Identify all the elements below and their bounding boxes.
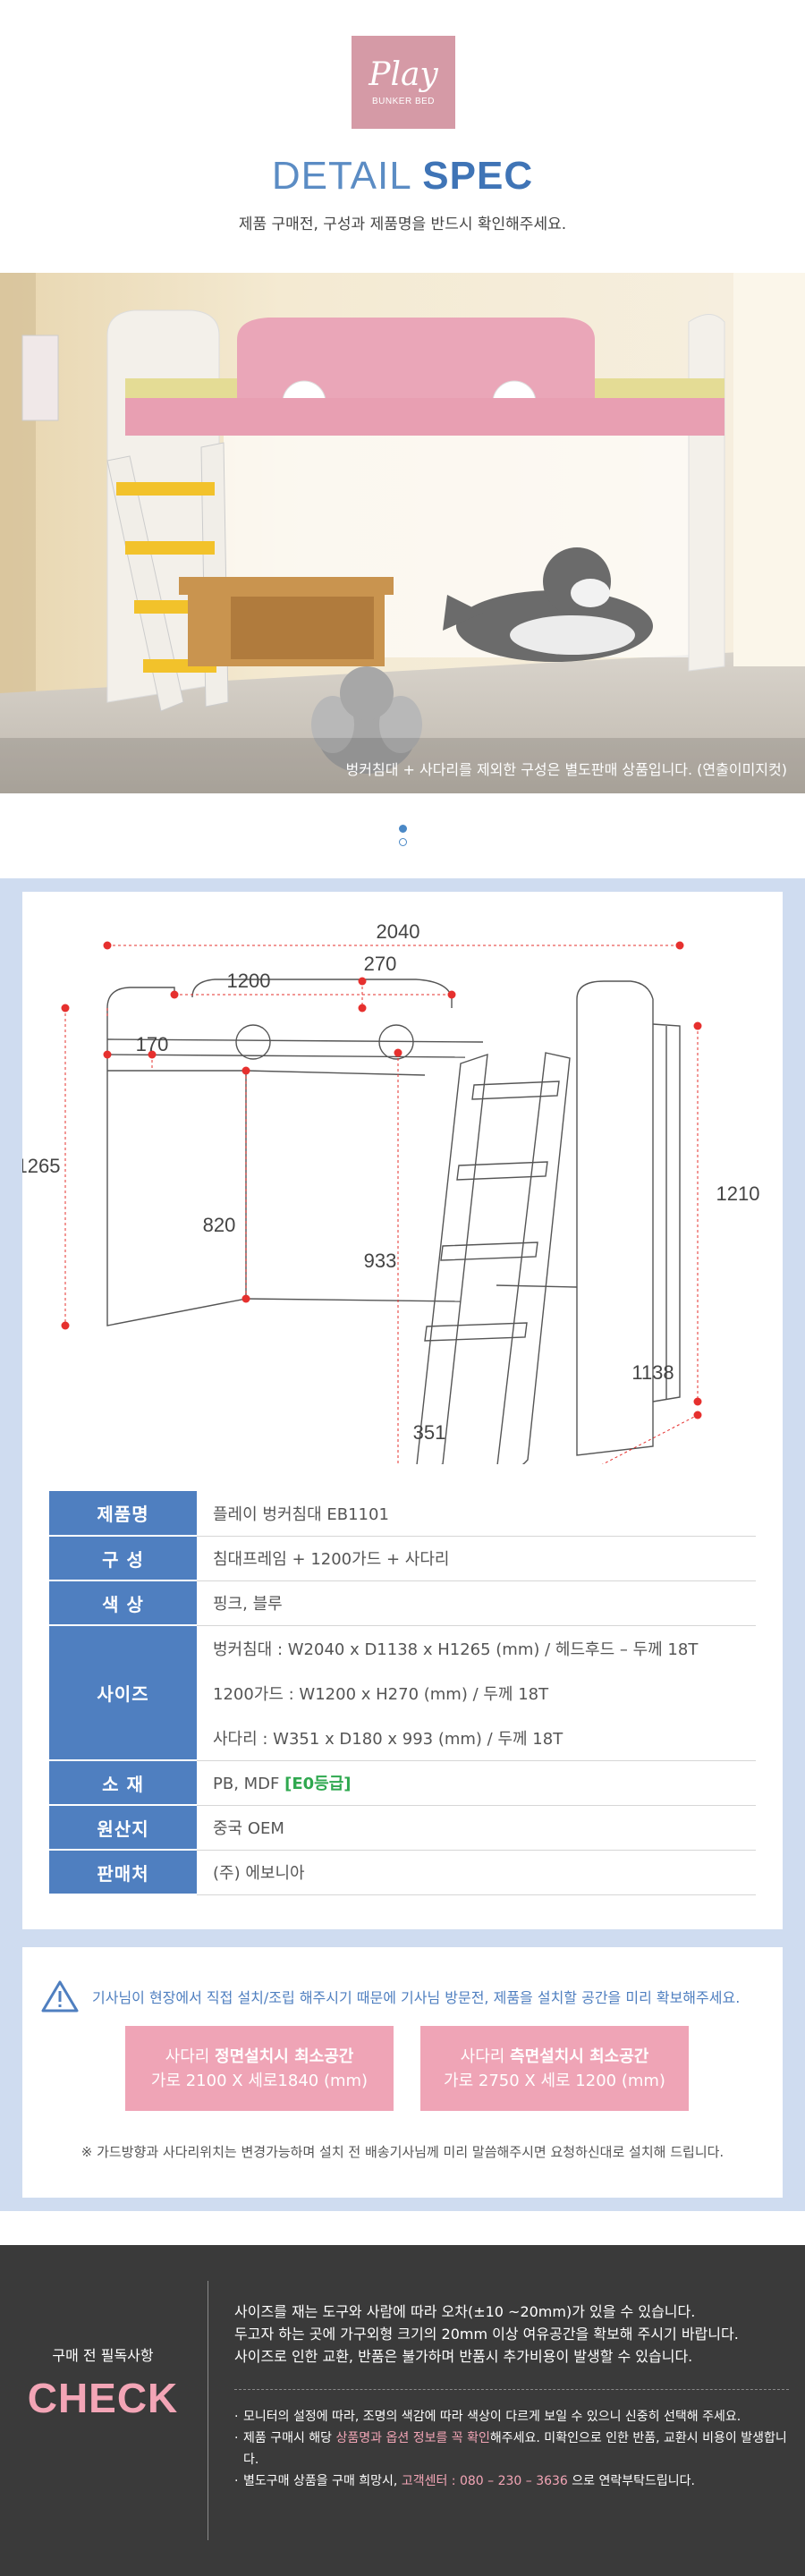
spec-label: 소 재 [49,1760,197,1806]
front-space-value: 가로 2100 X 세로1840 (mm) [150,2071,369,2090]
slide-indicator [394,825,411,846]
check-bullet: 모니터의 설정에 따라, 조명의 색감에 따라 색상이 다르게 보일 수 있으니… [234,2406,789,2428]
material-grade-badge: [E0등급] [284,1775,352,1793]
spec-label: 원산지 [49,1805,197,1851]
size-line: 사다리 : W351 x D180 x 993 (mm) / 두께 18T [213,1729,564,1749]
size-line: 1200가드 : W1200 x H270 (mm) / 두께 18T [213,1684,549,1704]
spec-row-color: 색 상 핑크, 블루 [49,1580,756,1626]
check-bullet: 별도구매 상품을 구매 희망시, 고객센터 : 080 – 230 – 3636… [234,2470,789,2492]
spec-label: 사이즈 [49,1625,197,1761]
check-separator [234,2389,789,2390]
slide-dot-active[interactable] [398,825,407,833]
page-subtitle: 제품 구매전, 구성과 제품명을 반드시 확인해주세요. [238,216,567,233]
size-line: 벙커침대 : W2040 x D1138 x H1265 (mm) / 헤드후드… [213,1640,699,1659]
photo-caption: 벙커침대 + 사다리를 제외한 구성은 별도판매 상품입니다. (연출이미지컷) [345,761,787,778]
dim-guard-width: 1200 [227,970,271,992]
check-note: 두고자 하는 곳에 가구외형 크기의 20mm 이상 여유공간을 확보해 주시기… [234,2326,739,2343]
spec-table: 제품명 플레이 벙커침대 EB1101 구 성 침대프레임 + 1200가드 +… [49,1491,756,1895]
spec-row-origin: 원산지 중국 OEM [49,1805,756,1851]
spec-card: 2040 1200 270 170 1265 820 933 1210 1138… [22,892,783,1929]
bullet-text: 제품 구매시 해당 [243,2431,336,2445]
install-footnote: ※ 가드방향과 사다리위치는 변경가능하며 설치 전 배송기사님께 미리 말씀해… [80,2144,724,2160]
spec-value: 핑크, 블루 [197,1580,756,1626]
product-photo: 벙커침대 + 사다리를 제외한 구성은 별도판매 상품입니다. (연출이미지컷) [0,273,805,793]
check-note: 사이즈로 인한 교환, 반품은 불가하며 반품시 추가비용이 발생할 수 있습니… [234,2348,693,2365]
logo-subtext: BUNKER BED [371,96,435,106]
check-label: 구매 전 필독사항 [52,2347,154,2364]
spec-row-material: 소 재 PB, MDF [E0등급] [49,1760,756,1806]
spec-label: 제품명 [49,1491,197,1537]
check-title: CHECK [27,2375,179,2421]
brand-logo: Play BUNKER BED [352,36,455,129]
spec-value: 침대프레임 + 1200가드 + 사다리 [197,1536,756,1581]
title-light: DETAIL [271,154,411,198]
dim-side: 170 [136,1033,169,1055]
spec-label: 색 상 [49,1580,197,1626]
spec-value: (주) 에보니아 [197,1850,756,1895]
bullet-highlight: 상품명과 옵션 정보를 꼭 확인 [335,2431,490,2445]
spec-row-size: 사이즈 벙커침대 : W2040 x D1138 x H1265 (mm) / … [49,1625,756,1761]
install-warning: 기사님이 현장에서 직접 설치/조립 해주시기 때문에 기사님 방문전, 제품을… [40,1979,740,2013]
bullet-text: 해주세요. 미확인으로 인한 반품, 교환시 비용이 발생합니다. [243,2431,787,2467]
dim-ladder-length: 933 [364,1250,397,1272]
check-content: 사이즈를 재는 도구와 사람에 따라 오차(±10 ~20mm)가 있을 수 있… [234,2301,789,2492]
spec-row-seller: 판매처 (주) 에보니아 [49,1850,756,1895]
page-title: DETAIL SPEC [0,154,805,199]
logo-text: Play [369,55,438,93]
spec-value: 중국 OEM [197,1805,756,1851]
slide-dot[interactable] [398,838,407,846]
check-heading: 구매 전 필독사항 CHECK [18,2343,188,2422]
dim-width: 2040 [377,920,420,943]
room-illustration [0,273,805,793]
side-space-value: 가로 2750 X 세로 1200 (mm) [444,2071,665,2090]
front-install-space: 사다리 정면설치시 최소공간 가로 2100 X 세로1840 (mm) [125,2026,394,2111]
side-title-pre: 사다리 [460,2046,511,2066]
dimension-diagram: 2040 1200 270 170 1265 820 933 1210 1138… [22,920,760,1464]
customer-center-phone: 고객센터 : 080 – 230 – 3636 [401,2474,568,2488]
check-bullet: 제품 구매시 해당 상품명과 옵션 정보를 꼭 확인해주세요. 미확인으로 인한… [234,2428,789,2470]
warning-icon [41,1980,79,2012]
dim-total-height: 1265 [22,1155,60,1177]
check-bullets: 모니터의 설정에 따라, 조명의 색감에 따라 색상이 다르게 보일 수 있으니… [234,2406,789,2492]
spec-value: PB, MDF [E0등급] [197,1760,756,1806]
spec-section: 2040 1200 270 170 1265 820 933 1210 1138… [0,878,805,2211]
spec-row-name: 제품명 플레이 벙커침대 EB1101 [49,1491,756,1537]
dim-depth: 1138 [631,1361,674,1384]
spec-label: 판매처 [49,1850,197,1895]
spec-value: 벙커침대 : W2040 x D1138 x H1265 (mm) / 헤드후드… [197,1625,756,1761]
install-notice-card: 기사님이 현장에서 직접 설치/조립 해주시기 때문에 기사님 방문전, 제품을… [22,1947,783,2198]
dim-guard-height: 270 [364,953,397,975]
warning-text: 기사님이 현장에서 직접 설치/조립 해주시기 때문에 기사님 방문전, 제품을… [92,1989,741,2006]
front-title-bold: 정면설치시 최소공간 [215,2046,354,2066]
material-value: PB, MDF [213,1775,280,1793]
bullet-text: 으로 연락부탁드립니다. [567,2474,695,2488]
check-section: 구매 전 필독사항 CHECK 사이즈를 재는 도구와 사람에 따라 오차(±1… [0,2245,805,2576]
spec-row-composition: 구 성 침대프레임 + 1200가드 + 사다리 [49,1536,756,1581]
side-title-bold: 측면설치시 최소공간 [510,2046,649,2066]
dim-under-height: 820 [203,1214,236,1236]
front-title-pre: 사다리 [165,2046,216,2066]
dim-right-height: 1210 [716,1182,760,1205]
check-note: 사이즈를 재는 도구와 사람에 따라 오차(±10 ~20mm)가 있을 수 있… [234,2303,696,2320]
spec-value: 플레이 벙커침대 EB1101 [197,1491,756,1537]
side-install-space: 사다리 측면설치시 최소공간 가로 2750 X 세로 1200 (mm) [420,2026,689,2111]
title-bold: SPEC [422,154,534,198]
check-main-notes: 사이즈를 재는 도구와 사람에 따라 오차(±10 ~20mm)가 있을 수 있… [234,2301,789,2368]
dim-ladder-width: 351 [413,1421,446,1444]
bullet-text: 별도구매 상품을 구매 희망시, [243,2474,402,2488]
spec-label: 구 성 [49,1536,197,1581]
